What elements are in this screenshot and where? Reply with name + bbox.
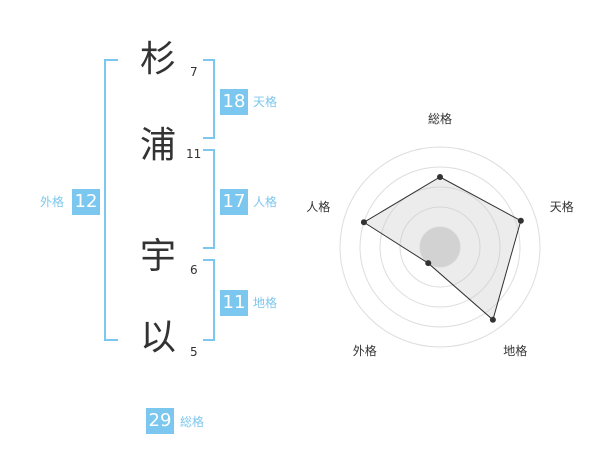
stroke-count-1: 7: [190, 65, 198, 79]
radar-point: [517, 217, 524, 224]
radar-label-soukaku: 総格: [428, 112, 453, 126]
stroke-count-3: 6: [190, 263, 198, 277]
chikaku-label: 地格: [253, 296, 278, 310]
name-char-1: 杉: [140, 39, 177, 80]
jinkaku-value-badge: 17: [220, 189, 248, 215]
tenkaku-value-badge: 18: [220, 89, 248, 115]
radar-label-chikaku: 地格: [503, 343, 528, 358]
radar-label-jinkaku: 人格: [306, 200, 331, 215]
radar-point: [425, 260, 432, 267]
jinkaku-bracket: [203, 149, 215, 249]
stroke-count-4: 5: [190, 345, 198, 359]
radar-point: [437, 174, 443, 180]
radar-chart: [339, 146, 541, 348]
radar-polygon: [362, 176, 522, 321]
gaikaku-value-badge: 12: [72, 189, 100, 215]
chikaku-bracket: [203, 259, 215, 341]
tenkaku-label: 天格: [253, 95, 278, 109]
radar-label-gaikaku: 外格: [352, 343, 377, 358]
soukaku-value-badge: 29: [146, 408, 174, 434]
gaikaku-bracket: [104, 59, 118, 341]
chikaku-value-badge: 11: [220, 290, 248, 316]
name-char-2: 浦: [140, 125, 177, 166]
tenkaku-bracket: [203, 59, 215, 139]
name-char-3: 宇: [140, 236, 177, 277]
stroke-count-2: 11: [186, 147, 202, 161]
soukaku-label: 総格: [180, 415, 205, 429]
jinkaku-label: 人格: [253, 195, 278, 209]
radar-point: [360, 219, 367, 226]
name-char-4: 以: [140, 317, 177, 358]
gaikaku-label: 外格: [40, 195, 65, 209]
radar-ring: [419, 226, 461, 268]
radar-label-tenkaku: 天格: [549, 200, 574, 215]
radar-point: [489, 316, 496, 323]
